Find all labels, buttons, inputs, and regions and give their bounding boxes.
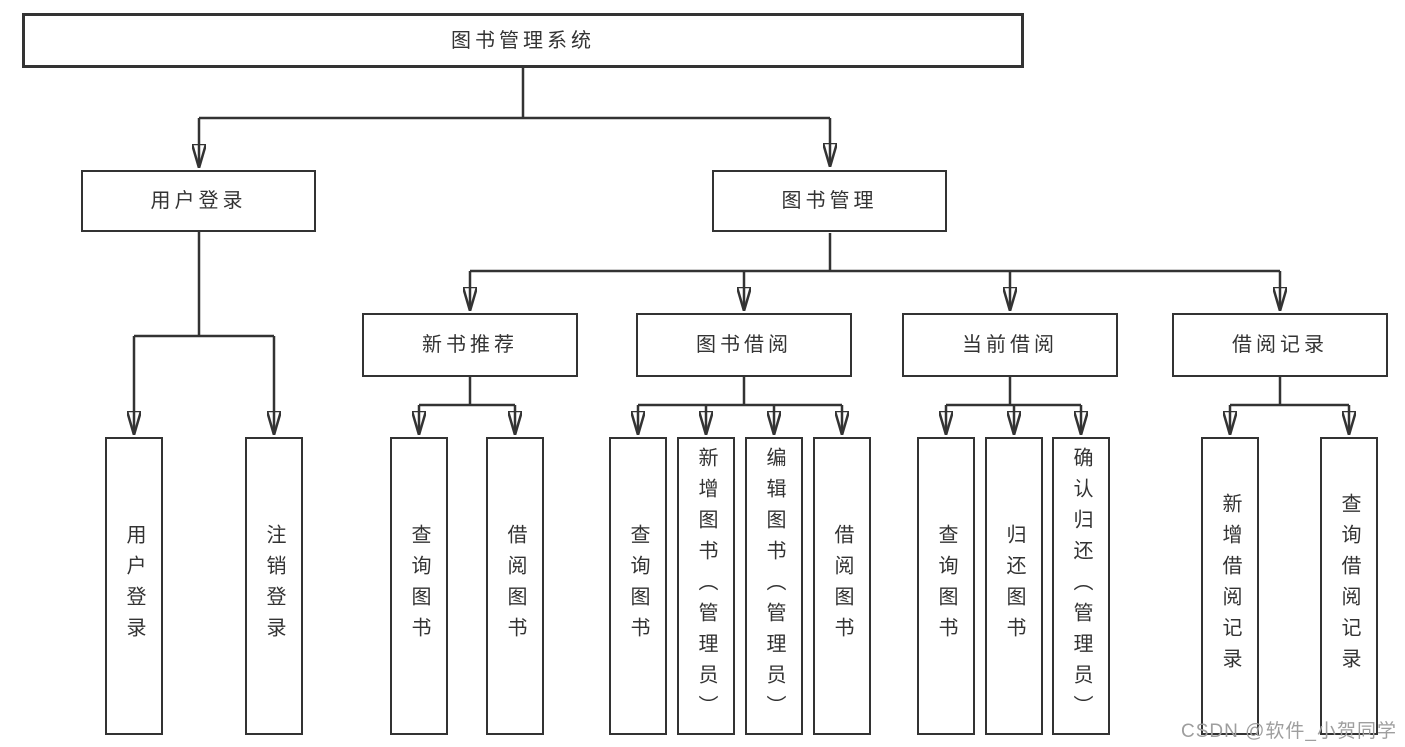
leaf-query-borrow-record: 查询借阅记录 [1320, 437, 1378, 735]
node-book-management: 图书管理 [712, 170, 947, 232]
node-borrow-records: 借阅记录 [1172, 313, 1388, 377]
leaf-confirm-return-admin: 确认归还（管理员） [1052, 437, 1110, 735]
node-book-borrow: 图书借阅 [636, 313, 852, 377]
node-current-borrow: 当前借阅 [902, 313, 1118, 377]
leaf-user-login: 用户登录 [105, 437, 163, 735]
csdn-watermark: CSDN @软件_小贺同学 [1181, 721, 1397, 742]
leaf-add-borrow-record: 新增借阅记录 [1201, 437, 1259, 735]
leaf-borrow-books: 借阅图书 [813, 437, 871, 735]
leaf-query-books-current: 查询图书 [917, 437, 975, 735]
leaf-return-book: 归还图书 [985, 437, 1043, 735]
node-root-library-system: 图书管理系统 [22, 13, 1024, 68]
leaf-borrow-books-recommend: 借阅图书 [486, 437, 544, 735]
leaf-add-book-admin: 新增图书（管理员） [677, 437, 735, 735]
leaf-query-books-recommend: 查询图书 [390, 437, 448, 735]
node-user-login: 用户登录 [81, 170, 316, 232]
node-new-book-recommend: 新书推荐 [362, 313, 578, 377]
leaf-edit-book-admin: 编辑图书（管理员） [745, 437, 803, 735]
leaf-logout: 注销登录 [245, 437, 303, 735]
leaf-query-books-borrow: 查询图书 [609, 437, 667, 735]
